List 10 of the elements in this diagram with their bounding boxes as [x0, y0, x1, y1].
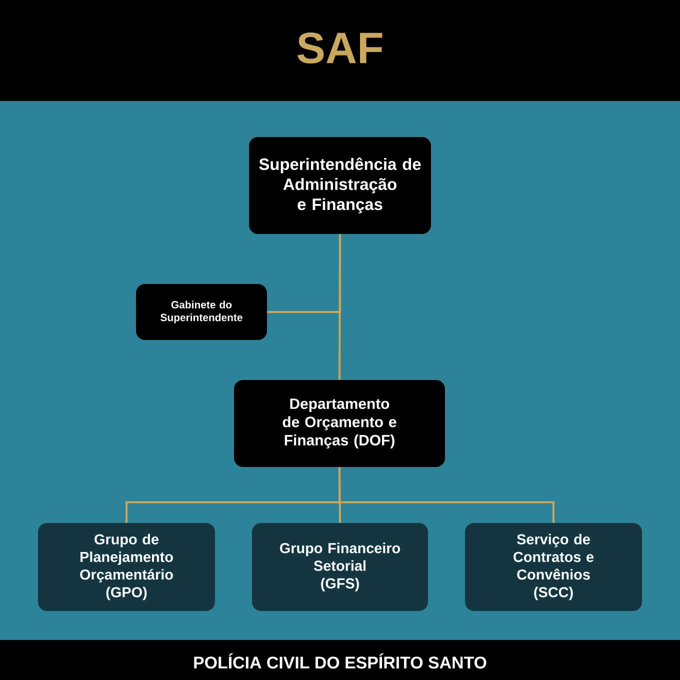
unit-box: Grupo Financeiro Setorial (GFS) [252, 523, 428, 611]
unit-box: Grupo de Planejamento Orçamentário (GPO) [38, 523, 215, 611]
footer-text: POLÍCIA CIVIL DO ESPÍRITO SANTO [194, 653, 486, 669]
office-box: Gabinete do Superintendente [136, 284, 267, 340]
unit-box: Serviço de Contratos e Convênios (SCC) [465, 523, 642, 611]
connector-line [338, 467, 554, 523]
department-box: Departamento de Orçamento e Finanças (DOF) [234, 380, 445, 467]
title: SAF [297, 32, 382, 64]
main-box: Superintendência de Administração e Finanças [249, 137, 431, 234]
connector-line [267, 234, 341, 313]
